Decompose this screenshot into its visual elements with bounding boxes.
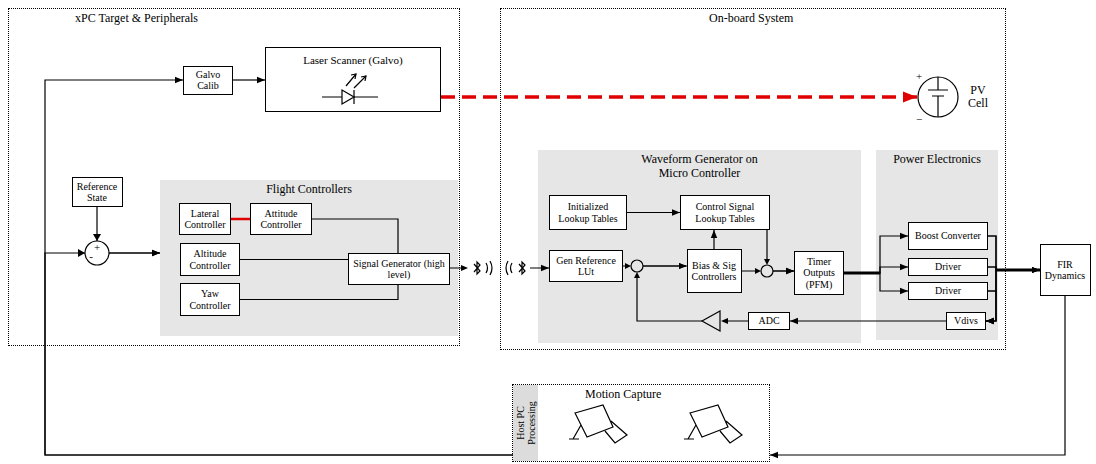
node-label: ADC [758,315,779,327]
node-label: Gen Reference LUt [553,255,619,278]
process-box: Lateral Controller [179,203,231,235]
device-box: Laser Scanner (Galvo) [265,47,441,112]
camera-icon [569,405,627,443]
photodiode-symbol [322,74,378,104]
process-box: Initialized Lookup Tables [549,195,627,230]
group-title: Power Electronics [876,150,998,167]
node-label: Yaw Controller [184,288,236,311]
subsystem-band: Initialized Lookup Tables Control Signal … [538,150,861,343]
node-label: Host PC Processing [515,387,537,459]
node-label: Attitude Controller [254,208,308,231]
process-box: Attitude Controller [250,203,312,235]
node-label: Galvo Calib [187,69,229,92]
node-label: Lateral Controller [183,208,227,231]
process-box: Yaw Controller [180,283,240,316]
node-label: Vdivs [954,315,978,327]
node-label: Control Signal Lookup Tables [684,201,766,224]
process-box: Boost Converter [908,222,988,250]
node-label: FIR Dynamics [1044,259,1087,282]
process-box: Bias & Sig Controllers [687,249,742,293]
polarity-sign: + [94,242,100,253]
node-label: PV Cell [963,84,993,110]
node-label: Initialized Lookup Tables [553,201,623,224]
signal-connector [240,259,348,260]
subsystem-band: Lateral Controller Attitude ControllerAlt… [160,180,458,336]
process-box: FIR Dynamics [1040,244,1091,296]
group-title: On-board System [501,9,1005,26]
pv-cell-symbol [917,71,961,123]
process-box: Reference State [72,177,123,207]
node-label: Driver [935,261,961,273]
region-boundary: PV CellInitialized Lookup Tables Control … [500,8,1006,350]
signal-connector [790,320,946,321]
group-title: Laser Scanner (Galvo) [266,51,440,67]
signal-connector [713,230,714,249]
node-label: Altitude Controller [184,248,236,271]
process-box: Driver [908,258,988,276]
processing-strip: Host PC Processing [513,385,538,461]
process-box: Timer Outputs (PFM) [794,251,844,295]
polarity-sign: − [916,114,922,125]
node-label: Bias & Sig Controllers [691,260,738,283]
signal-connector [231,218,250,221]
process-box: Control Signal Lookup Tables [680,195,770,230]
node-label: Boost Converter [915,230,981,242]
node-label: Signal Generator (high level) [352,258,446,281]
sum-junction [85,241,109,265]
process-box: Galvo Calib [183,66,233,95]
signal-connector [627,212,680,213]
region-boundary: Host PC ProcessingMotion Capture [512,384,770,462]
process-box: Driver [908,282,988,300]
process-box: Vdivs [946,312,986,330]
signal-connector [233,79,265,80]
process-box: Gen Reference LUt [549,250,623,282]
camera-icon [684,405,742,443]
laser-beam [441,95,917,99]
subsystem-band: Boost ConverterDriverDriverVdivsPower El… [876,150,998,340]
node-label: Timer Outputs (PFM) [798,256,840,291]
node-label: Driver [935,285,961,297]
group-title: Waveform Generator on Micro Controller [636,150,764,181]
group-title: Flight Controllers [160,180,458,197]
process-box: ADC [748,312,790,330]
node-label: Reference State [76,181,119,204]
pv-cell: PV Cell [917,71,1005,123]
polarity-sign: + [916,71,922,82]
group-title: Motion Capture [513,385,769,402]
group-title: xPC Target & Peripherals [9,9,459,26]
signal-connector [97,207,160,253]
polarity-sign: - [89,251,93,262]
process-box: Signal Generator (high level) [348,253,450,285]
process-box: Altitude Controller [180,243,240,276]
signal-connector [45,80,513,455]
region-boundary: Galvo Calib Laser Scanner (Galvo) Referenc… [8,8,460,346]
